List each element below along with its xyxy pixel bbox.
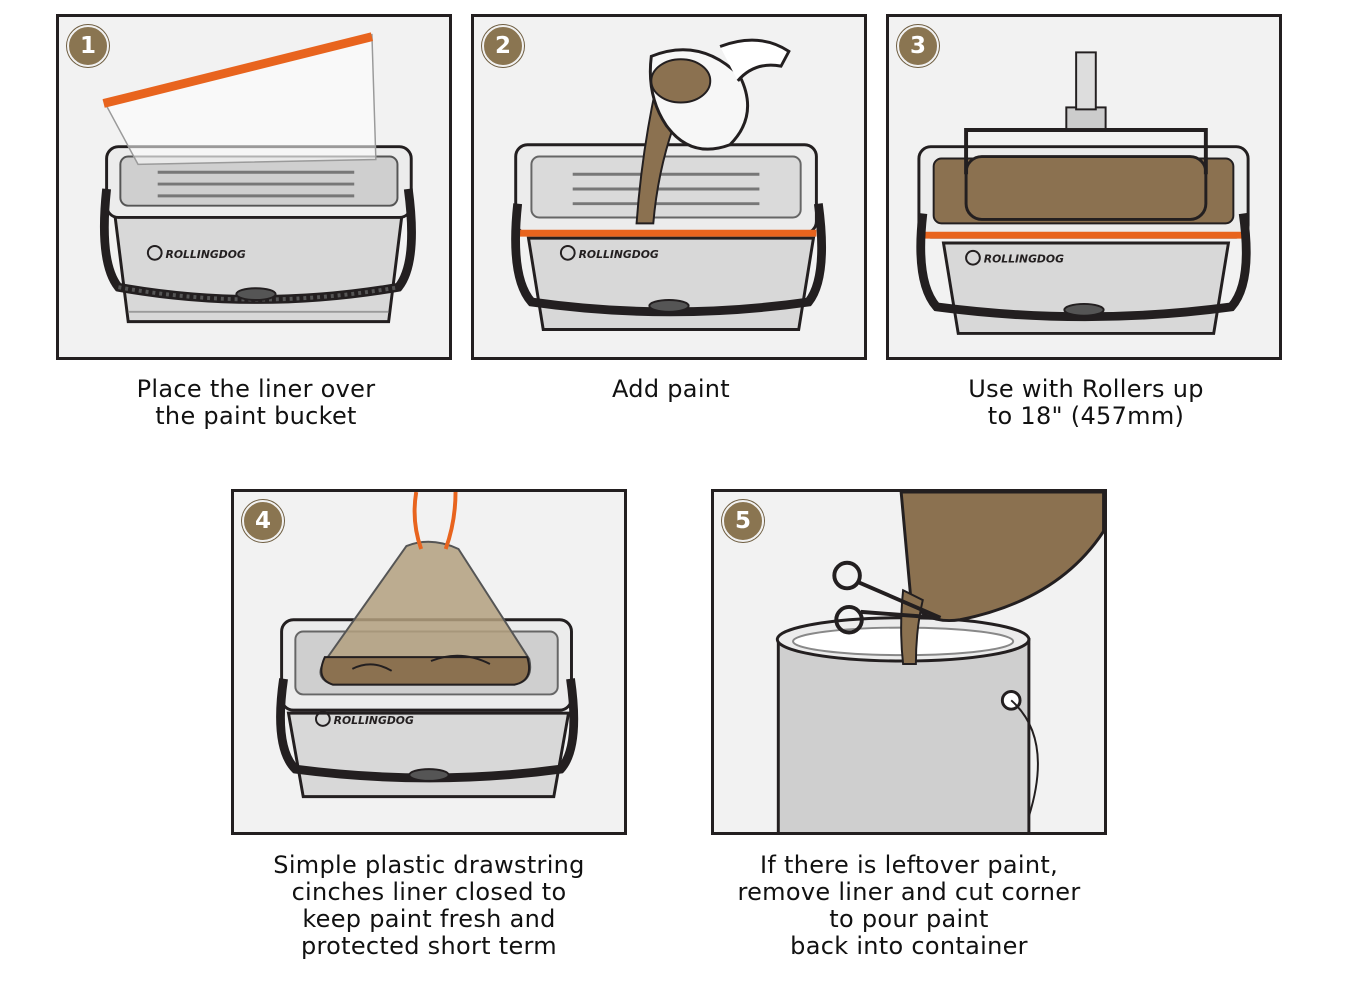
brand-logo-text: ROLLINGDOG <box>984 253 1064 266</box>
step-5-caption: If there is leftover paint, remove liner… <box>737 851 1081 960</box>
step-4-caption: Simple plastic drawstring cinches liner … <box>273 851 585 960</box>
step-1-badge: 1 <box>67 25 109 67</box>
step-3-caption: Use with Rollers up to 18" (457mm) <box>968 375 1204 430</box>
step-1-caption: Place the liner over the paint bucket <box>136 375 376 430</box>
step-3-badge: 3 <box>897 25 939 67</box>
step-2-caption: Add paint <box>611 375 731 403</box>
step-4-badge: 4 <box>242 500 284 542</box>
step-2-illustration: ROLLINGDOG <box>511 38 827 331</box>
step-3-panel: 3 ROLLINGDOG <box>886 14 1282 360</box>
step-2-badge: 2 <box>482 25 524 67</box>
step-1-panel: 1 ROLLINGDOG <box>56 14 452 360</box>
step-5-badge: 5 <box>722 500 764 542</box>
step-2-panel: 2 ROLLINGDOG <box>471 14 867 360</box>
step-5-illustration <box>775 492 1104 832</box>
step-3-illustration: ROLLINGDOG <box>916 51 1251 335</box>
step-1-illustration: ROLLINGDOG <box>99 32 416 324</box>
brand-logo-text: ROLLINGDOG <box>334 714 414 727</box>
step-4-panel: 4 ROLLINGDOG <box>231 489 627 835</box>
step-4-illustration: ROLLINGDOG <box>276 492 579 799</box>
brand-logo-text: ROLLINGDOG <box>166 248 246 261</box>
brand-logo-text: ROLLINGDOG <box>579 248 659 261</box>
step-5-panel: 5 <box>711 489 1107 835</box>
